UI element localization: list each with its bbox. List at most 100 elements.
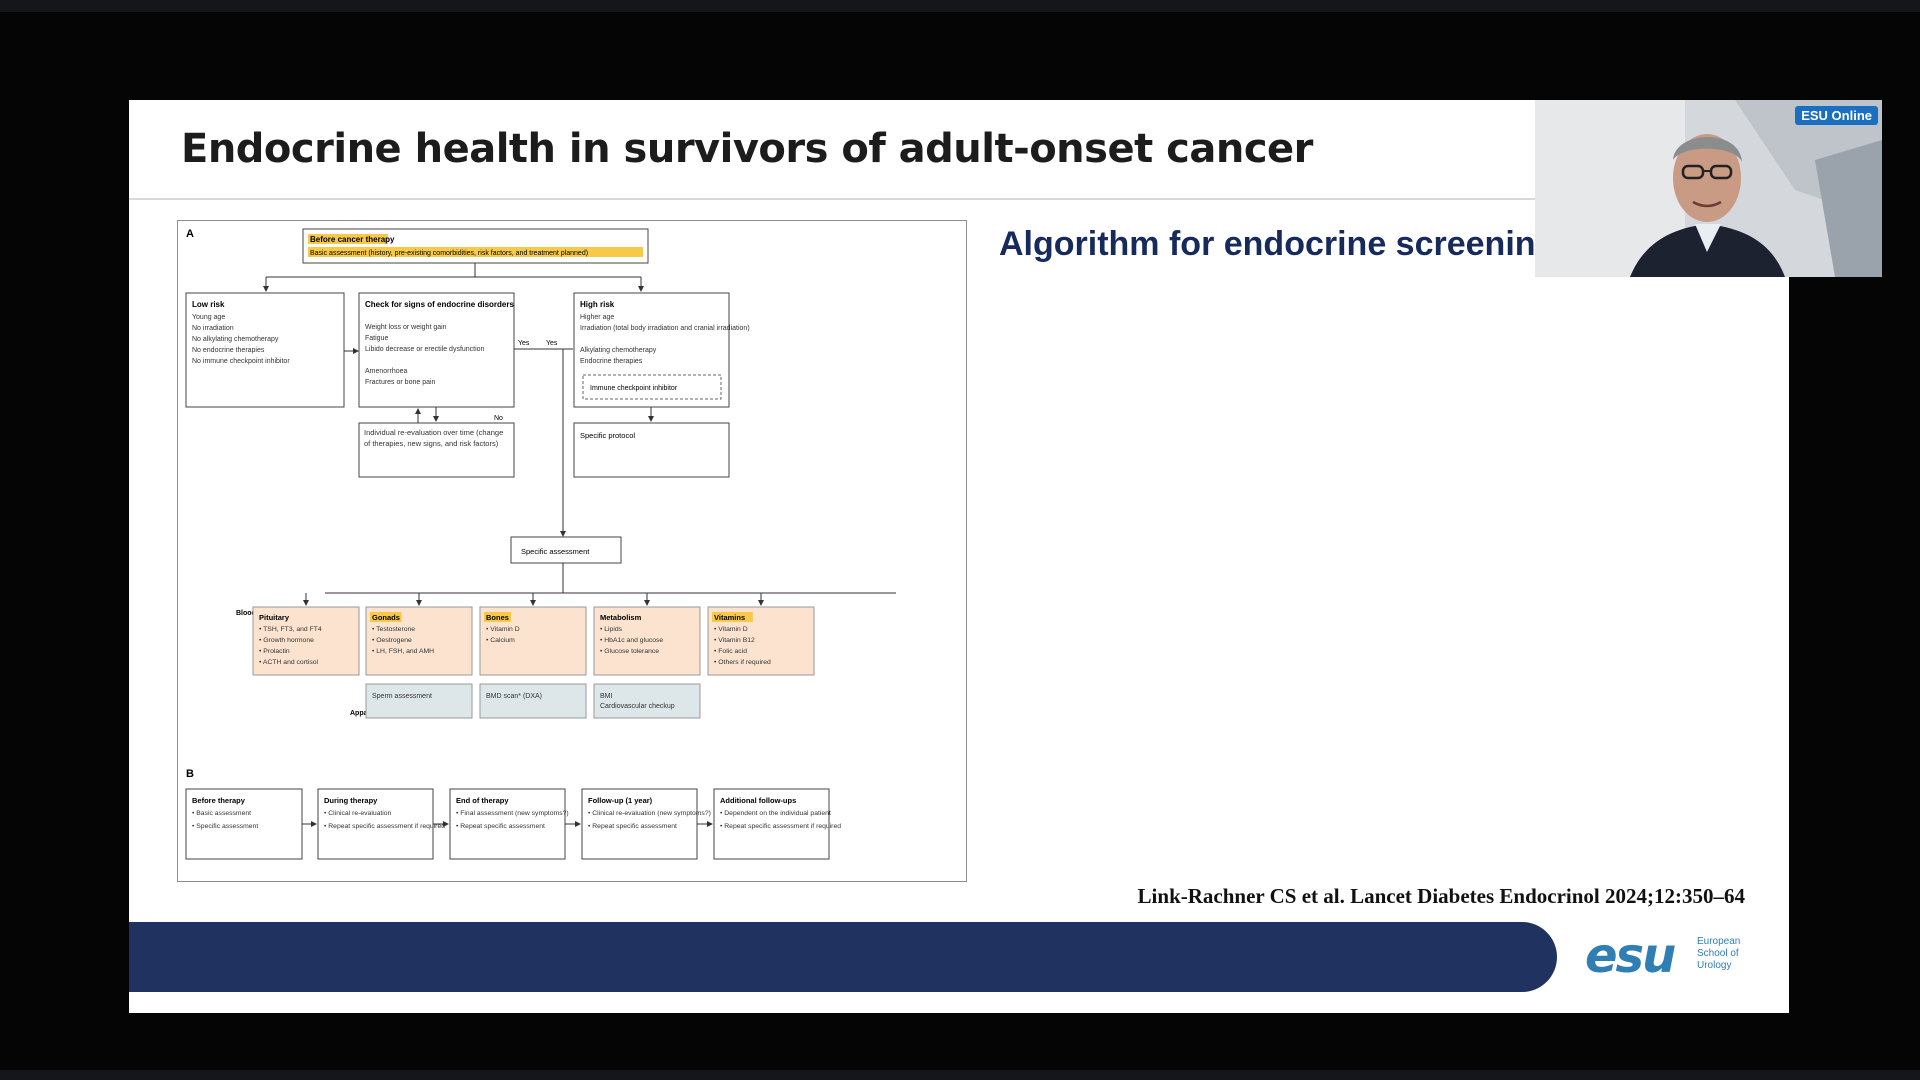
timeline-box (713, 788, 830, 860)
category-box (593, 606, 701, 676)
check-signs-item: Libido decrease or erectile dysfunction (365, 346, 485, 353)
timeline-item: • Basic assessment (192, 810, 251, 817)
immune-checkpoint-text: Immune checkpoint inhibitor (590, 385, 678, 392)
low-risk-heading: Low risk (192, 300, 225, 309)
high-risk-item: Alkylating chemotherapy (580, 347, 657, 354)
top-bar (0, 0, 1920, 12)
specific-protocol-text: Specific protocol (580, 431, 635, 440)
low-risk-box (185, 292, 345, 408)
before-therapy-box (302, 228, 649, 264)
yes-label: Yes (546, 340, 558, 347)
timeline-item: • Repeat specific assessment (456, 823, 545, 830)
highlight-mark (370, 612, 402, 622)
before-therapy-heading: Before cancer therapy (310, 235, 395, 244)
category-item: • LH, FSH, and AMH (372, 648, 434, 655)
check-signs-heading: Check for signs of endocrine disorders (365, 300, 514, 309)
low-risk-item: No endocrine therapies (192, 347, 265, 354)
low-risk-item: No immune checkpoint inhibitor (192, 358, 290, 365)
timeline-heading: Before therapy (192, 796, 246, 805)
apparative-box (365, 683, 473, 719)
timeline-item: • Clinical re-evaluation (324, 810, 392, 817)
check-signs-item: Fractures or bone pain (365, 379, 436, 386)
reevaluation-text: Individual re-evaluation over time (chan… (364, 428, 504, 448)
category-item: • Lipids (600, 626, 623, 633)
category-item: • Others if required (714, 659, 771, 666)
category-item: • Folic acid (714, 648, 747, 655)
panel-a-label: A (186, 228, 194, 240)
specific-protocol-box (573, 422, 730, 478)
esu-logo-word: esu (1585, 928, 1676, 984)
timeline-heading: Additional follow-ups (720, 796, 796, 805)
timeline-item: • Repeat specific assessment if required (324, 823, 445, 830)
highlight-mark (484, 612, 511, 622)
high-risk-item: Higher age (580, 314, 614, 321)
check-signs-item: Amenorrhoea (365, 368, 408, 375)
timeline-box (449, 788, 566, 860)
slide-subtitle: Algorithm for endocrine screening (999, 225, 1557, 263)
specific-assessment-box (510, 536, 622, 564)
esu-logo-tagline: European School of Urology (1697, 936, 1741, 971)
timeline-item: • Repeat specific assessment if required (720, 823, 841, 830)
apparative-text: Cardiovascular checkup (600, 703, 675, 710)
speaker-face (1673, 134, 1741, 222)
panel-b-label: B (186, 768, 194, 780)
category-heading: Gonads (372, 613, 400, 622)
category-item: • Oestrogene (372, 637, 412, 644)
reevaluation-box (358, 422, 515, 478)
category-item: • Prolactin (259, 648, 290, 655)
timeline-box (185, 788, 303, 860)
esu-online-badge: ESU Online (1795, 106, 1878, 125)
webcam-video: ESU Online (1535, 100, 1882, 277)
category-item: • Glucose tolerance (600, 648, 659, 655)
category-item: • ACTH and cortisol (259, 659, 319, 666)
apparative-box (479, 683, 587, 719)
timeline-item: • Dependent on the individual patient (720, 810, 831, 817)
apparative-box (593, 683, 701, 719)
category-item: • Growth hormone (259, 637, 314, 644)
apparative-text: BMI (600, 693, 613, 700)
timeline-heading: During therapy (324, 796, 378, 805)
slide-title: Endocrine health in survivors of adult-o… (181, 126, 1313, 172)
apparative-boxes: Sperm assessment BMD scan* (DXA) BMI Cardio… (365, 683, 701, 719)
category-item: • Calcium (486, 637, 515, 644)
category-box (252, 606, 360, 676)
flowchart-svg: A Before cancer therapy Basic assessment… (185, 228, 896, 860)
specific-assessment-text: Specific assessment (521, 547, 590, 556)
high-risk-item: Irradiation (total body irradiation and … (580, 325, 750, 332)
timeline-item: • Specific assessment (192, 823, 258, 830)
high-risk-box (573, 292, 730, 408)
category-item: • HbA1c and glucose (600, 637, 663, 644)
timeline-box (317, 788, 434, 860)
title-divider (129, 198, 1789, 200)
category-item: • Vitamin D (486, 626, 520, 633)
category-heading: Vitamins (714, 613, 745, 622)
category-item: • Testosterone (372, 626, 415, 633)
low-risk-item: Young age (192, 314, 225, 321)
category-item: • Vitamin D (714, 626, 748, 633)
reevaluation-text-wrap: Individual re-evaluation over time (chan… (364, 428, 504, 448)
category-heading: Metabolism (600, 613, 642, 622)
low-risk-item: No alkylating chemotherapy (192, 336, 279, 343)
apparative-text: BMD scan* (DXA) (486, 693, 542, 700)
citation: Link-Rachner CS et al. Lancet Diabetes E… (1137, 884, 1745, 908)
check-signs-item: Fatigue (365, 335, 388, 342)
webcam-scene (1535, 100, 1882, 277)
low-risk-item: No irradiation (192, 325, 234, 332)
timeline: Before therapy • Basic assessment • Specif… (185, 788, 841, 860)
timeline-heading: Follow-up (1 year) (588, 796, 653, 805)
esu-logo: esu European School of Urology (1585, 928, 1765, 986)
check-signs-item: Weight loss or weight gain (365, 324, 447, 331)
high-risk-heading: High risk (580, 300, 615, 309)
before-therapy-text: Basic assessment (history, pre-existing … (310, 250, 588, 257)
category-heading: Pituitary (259, 613, 290, 622)
highlight-mark (712, 612, 753, 622)
apparative-text: Sperm assessment (372, 693, 432, 700)
timeline-item: • Repeat specific assessment (588, 823, 677, 830)
highlight-mark (308, 234, 388, 244)
category-boxes: Pituitary• TSH, FT3, and FT4• Growth hor… (252, 593, 815, 676)
flowchart-figure: A Before cancer therapy Basic assessment… (177, 220, 967, 882)
no-label: No (494, 415, 503, 422)
timeline-item: • Clinical re-evaluation (new symptoms?) (588, 810, 711, 817)
check-signs-box (358, 292, 515, 408)
bottom-bar (0, 1070, 1920, 1080)
